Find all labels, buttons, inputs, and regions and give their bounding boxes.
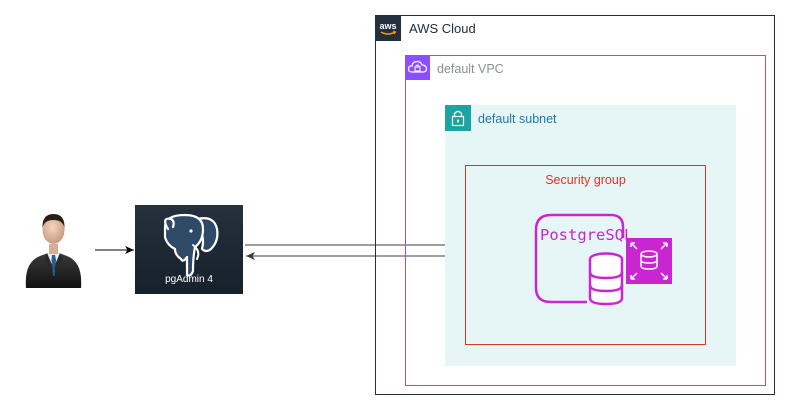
security-group <box>465 165 706 345</box>
subnet-label: default subnet <box>478 112 557 126</box>
security-group-label: Security group <box>545 173 626 187</box>
pgadmin-label: pgAdmin 4 <box>165 274 213 285</box>
postgresql-label: PostgreSQL <box>540 226 633 244</box>
aws-cloud-label: AWS Cloud <box>409 21 476 36</box>
vpc-cloud-lock-icon <box>405 55 430 80</box>
postgresql-elephant-icon <box>163 213 219 277</box>
vpc-group <box>405 55 766 386</box>
vpc-label: default VPC <box>437 62 504 76</box>
subnet-group <box>445 105 736 366</box>
aws-logo-icon: aws <box>375 15 401 41</box>
rds-postgresql-icon: PostgreSQL <box>533 212 678 312</box>
pgadmin-box <box>135 205 243 294</box>
svg-text:aws: aws <box>379 21 396 31</box>
subnet-lock-icon <box>445 105 471 131</box>
businessman-icon <box>22 208 85 288</box>
aws-cloud-group <box>375 15 775 395</box>
